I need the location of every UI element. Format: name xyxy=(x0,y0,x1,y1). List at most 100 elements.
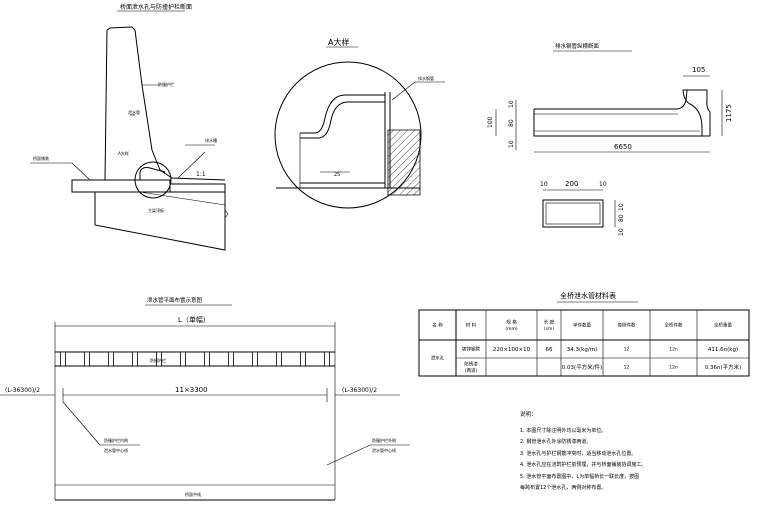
table-header-cell: (mm) xyxy=(505,326,518,332)
sec-10b: 10 xyxy=(599,181,607,188)
barrier-outline xyxy=(106,26,226,181)
leader-right xyxy=(326,444,371,466)
table-cell: 0.03(平方米/件) xyxy=(562,363,602,371)
pipe-cross-inner xyxy=(545,202,601,225)
pipe-view-title: 排水钢管纵横断面 xyxy=(555,42,600,50)
table-header-cell: 全桥件数 xyxy=(665,322,683,329)
table-cell: 66 xyxy=(546,347,553,353)
pipe-longitudinal-top xyxy=(534,89,688,110)
dim-25: 25 xyxy=(334,172,340,178)
table-cell: 镀锌钢管 xyxy=(462,346,480,353)
leader-deck-2 xyxy=(71,162,91,181)
slope-line xyxy=(177,151,206,179)
deck-slab xyxy=(71,179,171,193)
slab-line xyxy=(139,191,226,206)
hatched-concrete xyxy=(387,129,421,196)
sec-10c: 10 xyxy=(618,203,625,211)
table-header-cell: 单件数量 xyxy=(573,322,591,329)
label-right-2: 泄水管中心线 xyxy=(372,447,396,453)
sec-80: 80 xyxy=(618,214,625,222)
label-side: 排水槽 xyxy=(205,137,217,143)
table-cell: 防锈漆 xyxy=(464,360,478,367)
table-header-cell: 长 度 xyxy=(544,318,555,325)
label-barrier: 防撞护栏 xyxy=(158,81,174,87)
table-cell: 220×100×10 xyxy=(493,347,531,353)
table-columns xyxy=(455,310,698,376)
sec-200: 200 xyxy=(565,180,578,188)
note-item-2: 2. 钢管泄水孔外涂防锈漆两道。 xyxy=(520,439,592,445)
material-table: 全桥泄水管材料表 名 称材 料规 格(mm)长 度(cm)单件数量每侧件数全桥件… xyxy=(418,291,750,377)
table-cell: 泄水孔 xyxy=(431,355,445,362)
dim-105: 105 xyxy=(692,66,705,74)
note-item-4: 4. 泄水孔应在浇筑护栏前预埋，并与桥面铺装协调施工。 xyxy=(520,462,647,468)
drain-hole xyxy=(300,351,306,367)
drain-hole xyxy=(180,351,186,367)
label-detail-a: A大样 xyxy=(118,150,129,156)
detail-a-circle xyxy=(134,161,172,199)
notes-block: 说明： 1. 本图尺寸除注明外均以毫米为单位。 2. 钢管泄水孔外涂防锈漆两道。… xyxy=(520,410,755,495)
table-cell: 411.6n(kg) xyxy=(708,347,738,353)
girder-outline xyxy=(94,192,226,251)
detail-a-title: A大样 xyxy=(328,37,349,47)
label-pipe: 泄水管 xyxy=(128,109,140,115)
table-frame xyxy=(418,309,750,377)
detail-a-view: A大样 25 排水钢管 xyxy=(274,37,445,209)
table-cells: 名 称材 料规 格(mm)长 度(cm)单件数量每侧件数全桥件数全桥重量泄水孔镀… xyxy=(431,318,742,374)
label-right-1: 防撞护栏外侧 xyxy=(372,437,396,443)
table-cell: 12 xyxy=(624,365,630,371)
table-header-cell: 规 格 xyxy=(506,318,517,325)
table-header-cell: (cm) xyxy=(544,326,555,332)
drain-hole xyxy=(252,351,258,367)
dim-10b: 10 xyxy=(508,140,515,148)
table-header-cell: 全桥重量 xyxy=(714,322,732,329)
note-item-3: 3. 泄水孔与护栏钢筋冲突时，适当移动泄水孔位置。 xyxy=(520,450,637,457)
table-cell: (两道) xyxy=(465,367,478,374)
table-header-cell: 材 料 xyxy=(466,322,477,329)
dim-1175: 1175 xyxy=(725,104,733,122)
leader-pipe-a xyxy=(391,81,416,101)
pipe-longitudinal xyxy=(533,89,711,137)
drain-pipe-section xyxy=(139,167,166,180)
dim-10a: 10 xyxy=(508,100,515,108)
table-title: 全桥泄水管材料表 xyxy=(560,291,616,300)
dim-100: 100 xyxy=(487,116,494,128)
drain-hole xyxy=(60,351,66,367)
drain-hole xyxy=(324,351,330,367)
leader-left xyxy=(62,401,101,446)
section-view: 桥面泄水孔与防撞护栏断面 1:1 防撞护栏 泄水管 A大样 桥面铺装 排水槽 主… xyxy=(30,3,229,251)
note-item-5: 5. 泄水管平面布置图中，L为单幅桥长一联长度，按图 xyxy=(520,473,640,480)
plan-label-deck: 桥面中线 xyxy=(185,491,201,497)
sec-10a: 10 xyxy=(540,181,548,188)
drain-hole xyxy=(204,351,210,367)
drain-hole xyxy=(156,351,162,367)
drain-hole xyxy=(108,351,114,367)
plan-label-barrier: 防撞护栏 xyxy=(150,357,166,363)
drain-hole xyxy=(84,351,90,367)
note-item-6: 每跨布置12个泄水孔，两侧对称布置。 xyxy=(520,485,607,491)
notes-heading: 说明： xyxy=(520,412,537,418)
dim-6650: 6650 xyxy=(614,143,632,151)
drain-hole xyxy=(132,351,138,367)
label-deck: 桥面铺装 xyxy=(33,155,49,161)
label-left-1: 防撞护栏内侧 xyxy=(104,437,128,443)
drain-hole xyxy=(228,351,234,367)
pipe-inner xyxy=(300,101,385,139)
table-header-cell: 名 称 xyxy=(432,322,443,329)
drain-hole-group xyxy=(60,351,330,367)
plan-view-title: 泄水管平面布置示意图 xyxy=(147,296,203,304)
label-pipe-a: 排水钢管 xyxy=(418,75,434,81)
pipe-outer xyxy=(300,94,385,134)
table-cell: 12 xyxy=(624,347,630,353)
left-offset-label: (L-36300)/2 xyxy=(5,387,40,394)
label-left-2: 泄水管中心线 xyxy=(104,447,128,453)
spacing-label: 11×3300 xyxy=(175,386,208,394)
right-offset-label: (L-36300)/2 xyxy=(342,387,377,394)
dim-80: 80 xyxy=(508,119,515,127)
barrier-back-face xyxy=(104,29,108,181)
label-slab: 主梁顶板 xyxy=(148,207,164,213)
sec-10d: 10 xyxy=(618,228,625,236)
note-item-1: 1. 本图尺寸除注明外均以毫米为单位。 xyxy=(520,427,607,434)
table-cell: 12n xyxy=(669,347,678,353)
break-mark xyxy=(224,209,229,219)
pipe-cross-section xyxy=(542,199,604,228)
